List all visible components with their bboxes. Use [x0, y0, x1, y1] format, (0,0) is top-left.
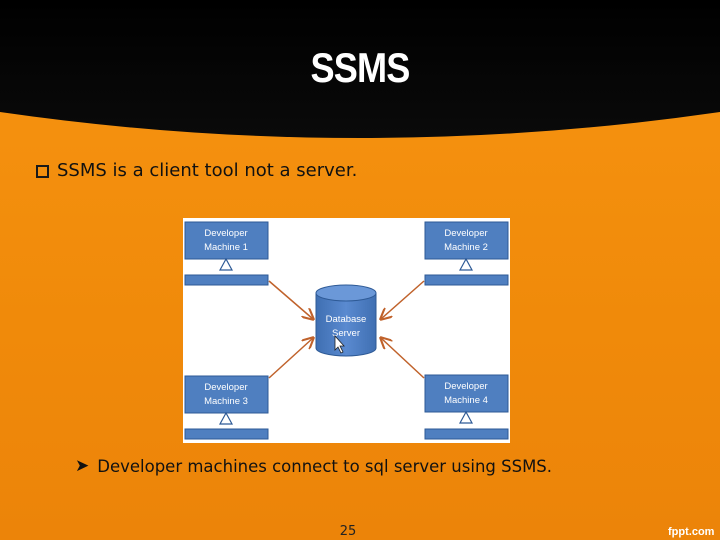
architecture-diagram: Developer Machine 1 Developer Machine 2 … [183, 218, 510, 443]
svg-text:Machine 4: Machine 4 [444, 395, 488, 406]
svg-text:Machine 1: Machine 1 [204, 242, 248, 253]
svg-text:Server: Server [332, 328, 360, 339]
svg-text:Developer: Developer [444, 381, 487, 392]
arrow-machine-1 [268, 280, 313, 319]
developer-machine-3: Developer Machine 3 [184, 375, 269, 440]
square-bullet-icon [36, 165, 49, 178]
developer-machine-4: Developer Machine 4 [424, 374, 509, 440]
developer-machine-2: Developer Machine 2 [424, 221, 509, 286]
diagram-canvas: Developer Machine 1 Developer Machine 2 … [184, 221, 509, 440]
svg-text:Developer: Developer [444, 228, 487, 239]
database-server-icon: Database Server [315, 284, 377, 357]
page-number: 25 [339, 524, 357, 539]
svg-text:Developer: Developer [204, 228, 247, 239]
main-bullet: SSMS is a client tool not a server. [36, 160, 357, 181]
svg-text:Machine 2: Machine 2 [444, 242, 488, 253]
arrow-bullet-icon: ➤ [75, 456, 90, 476]
developer-machine-1: Developer Machine 1 [184, 221, 269, 286]
svg-text:Developer: Developer [204, 382, 247, 393]
slide-title: SSMS [310, 44, 411, 91]
arrow-machine-3 [268, 338, 313, 379]
arrow-machine-2 [381, 280, 425, 319]
svg-text:Machine 3: Machine 3 [204, 396, 248, 407]
main-bullet-text: SSMS is a client tool not a server. [57, 160, 358, 181]
sub-bullet-text: Developer machines connect to sql server… [97, 456, 553, 476]
banner-shape [0, 0, 720, 138]
brand-watermark: fppt.com [668, 526, 715, 538]
title-banner: SSMS [0, 0, 720, 150]
svg-text:Database: Database [326, 314, 367, 325]
arrow-machine-4 [381, 338, 425, 379]
sub-bullet: ➤ Developer machines connect to sql serv… [75, 456, 552, 476]
mouse-cursor-icon [334, 334, 345, 354]
